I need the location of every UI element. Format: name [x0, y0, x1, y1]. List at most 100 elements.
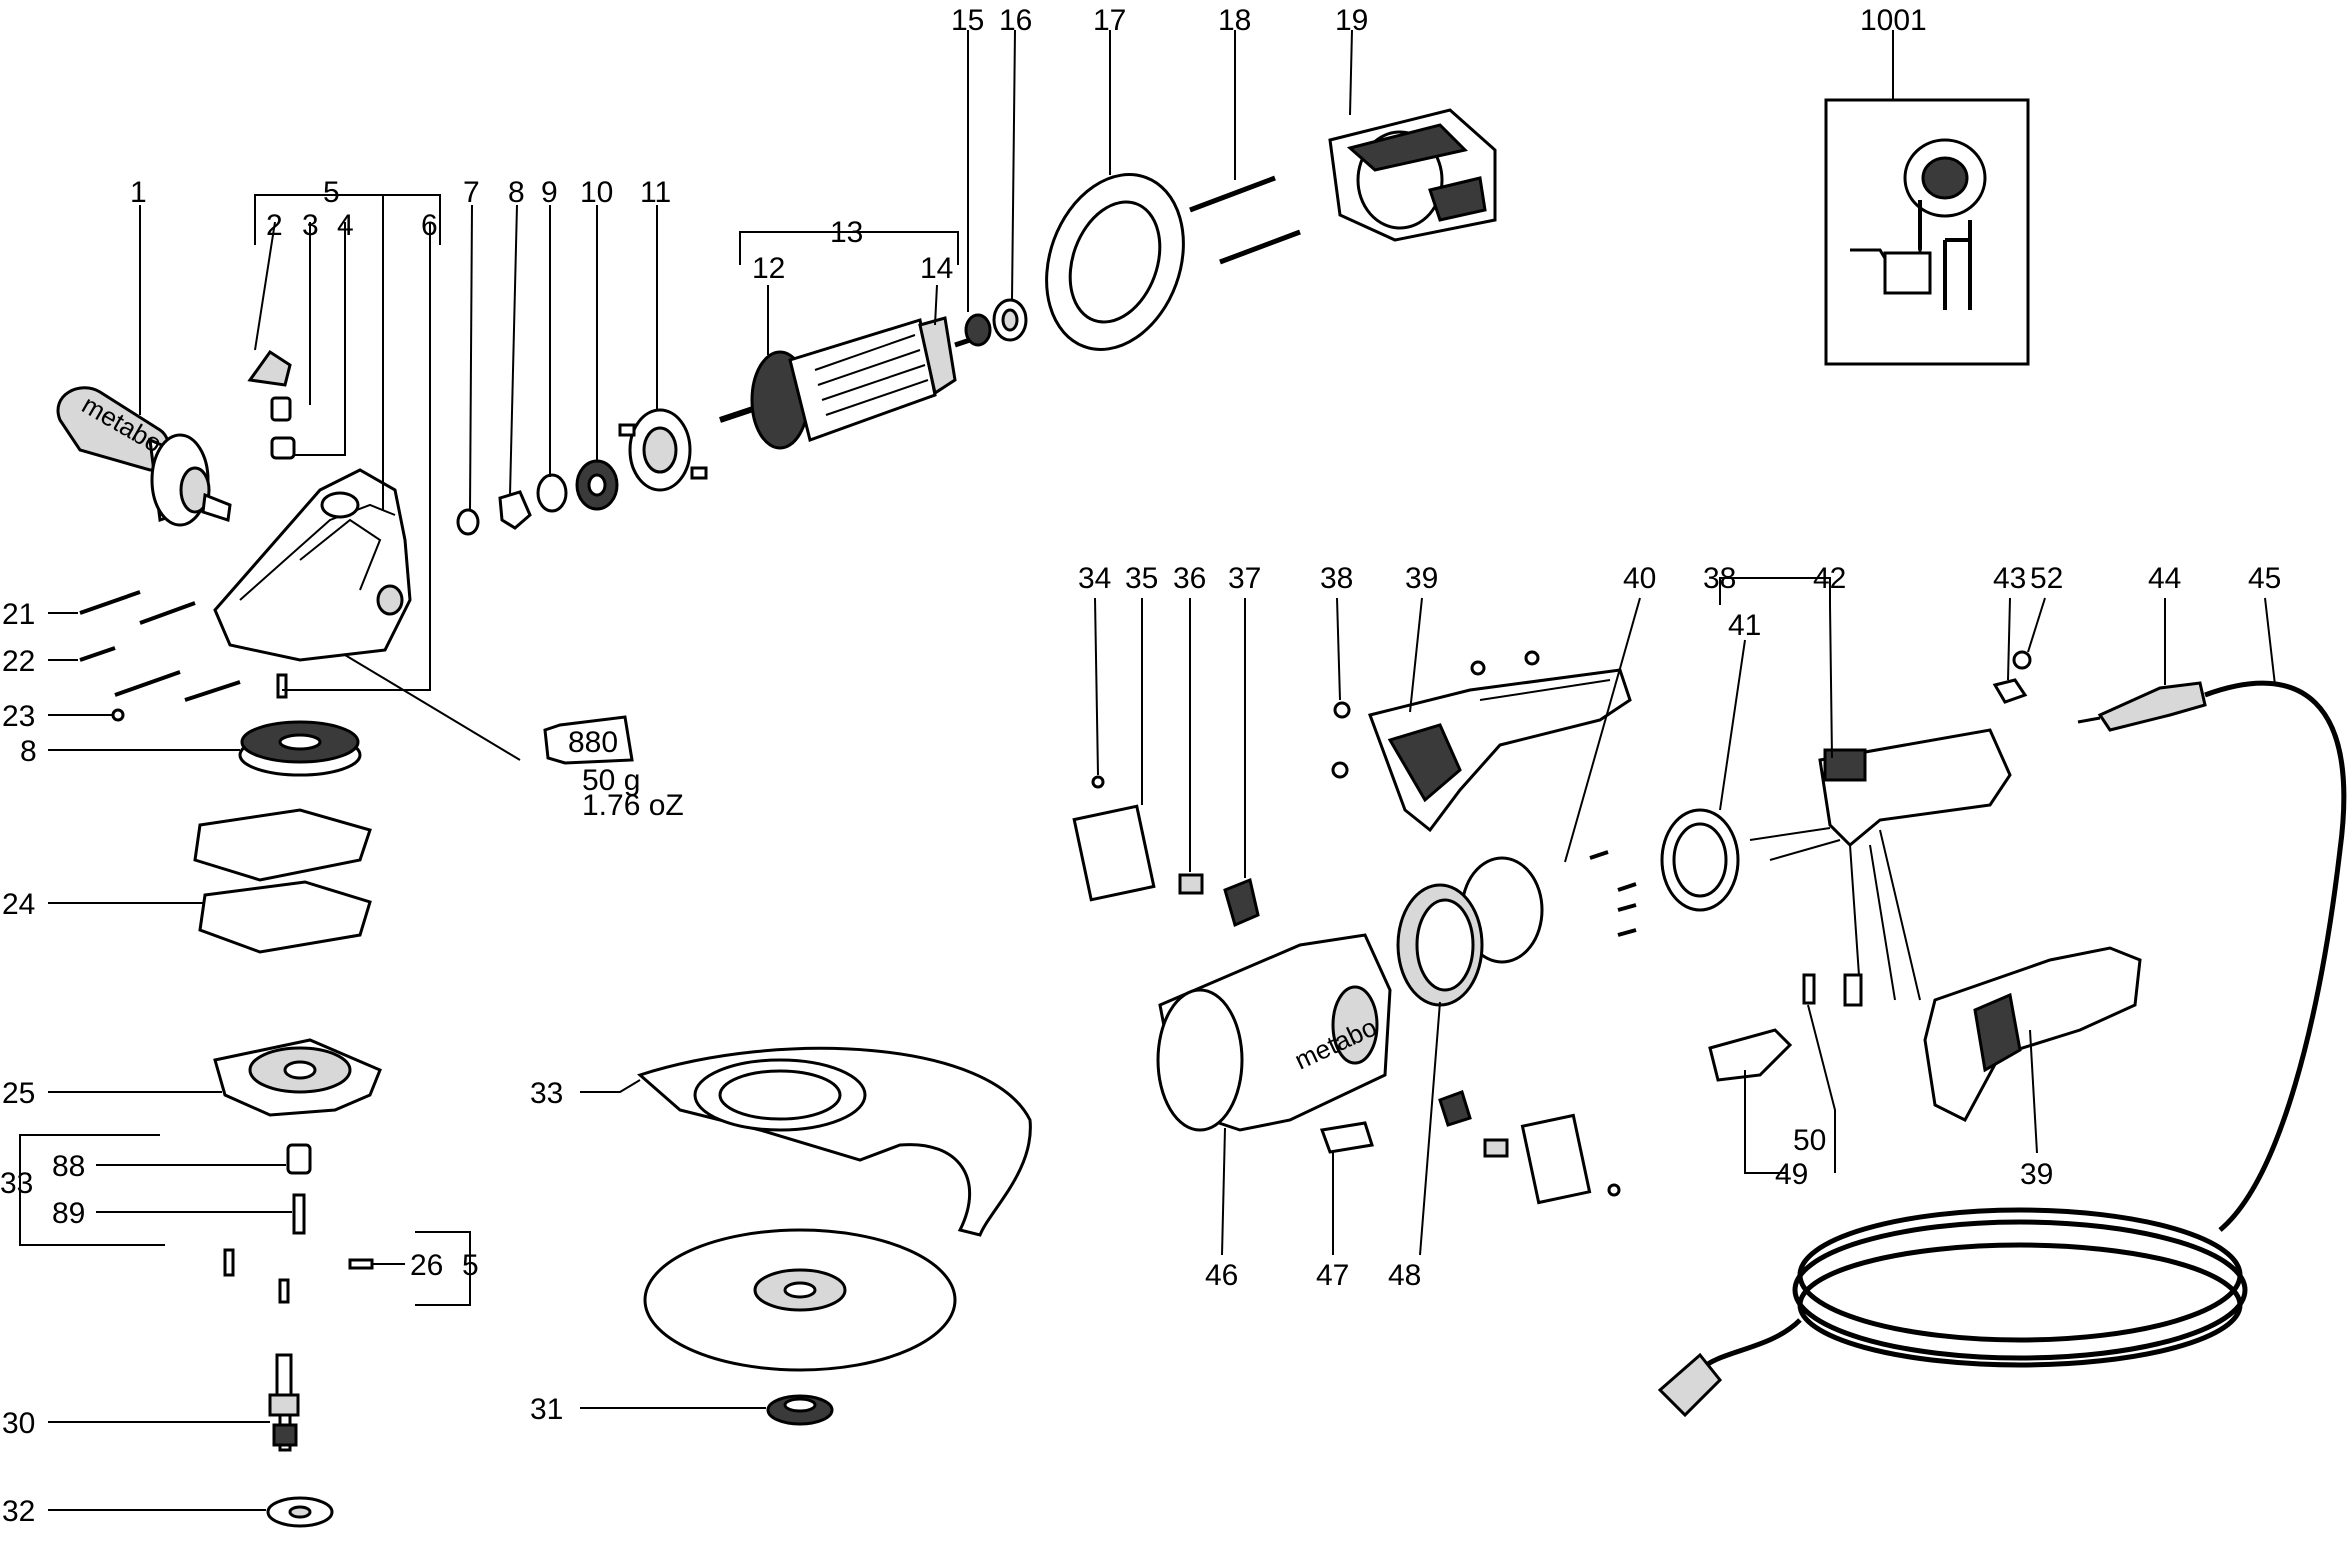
screw-part [223, 1248, 235, 1277]
callout-88: 88 [52, 1150, 85, 1183]
field-screw-part [1189, 175, 1276, 213]
wheel-guard-part [637, 1046, 1032, 1237]
callout-26: 26 [410, 1249, 443, 1282]
field-coil-part [1328, 108, 1497, 242]
brush-cover-part [1072, 804, 1156, 902]
label-part [1319, 1121, 1374, 1154]
callout-1: 1 [130, 176, 147, 209]
callout-21: 21 [2, 598, 35, 631]
callout-8: 8 [508, 176, 525, 209]
callout-39-lower: 39 [2020, 1158, 2053, 1191]
callout-30: 30 [2, 1407, 35, 1440]
wiring-diagram-box [1824, 98, 2030, 366]
brush-cover-lower-part [1520, 1113, 1592, 1205]
callout-32: 32 [2, 1495, 35, 1528]
callout-5-lower: 5 [462, 1249, 479, 1282]
gear-housing-part [213, 468, 412, 662]
callout-49: 49 [1775, 1158, 1808, 1191]
power-cord-part [1657, 680, 2347, 1418]
callout-47: 47 [1316, 1259, 1349, 1292]
carbon-brush-part [1178, 873, 1204, 895]
spindle-part [268, 1353, 300, 1452]
pin-part [292, 1193, 306, 1235]
grease-weight: 50 g [582, 764, 640, 797]
callout-52: 52 [2030, 562, 2063, 595]
air-guide-ring-part [1045, 173, 1185, 351]
callout-labels: 1 5 2 3 4 6 7 8 9 10 11 13 12 14 15 16 1… [0, 4, 2281, 1528]
armature-part [719, 316, 971, 450]
callout-42: 42 [1813, 562, 1846, 595]
slider-part [1708, 1028, 1793, 1082]
motor-screws-part [1589, 850, 1637, 937]
gear-pinion-part [498, 490, 532, 530]
field-screw-part [1219, 229, 1301, 265]
nut-part [456, 508, 480, 536]
callout-50: 50 [1793, 1124, 1826, 1157]
callout-23: 23 [2, 700, 35, 733]
callout-10: 10 [580, 176, 613, 209]
callout-43: 43 [1993, 562, 2026, 595]
lock-spring-part [270, 396, 292, 422]
callout-39-upper: 39 [1405, 562, 1438, 595]
callout-17: 17 [1093, 4, 1126, 37]
callout-35: 35 [1125, 562, 1158, 595]
clamp-screw-part [2012, 650, 2032, 670]
grease-code: 880 [568, 726, 618, 759]
clamp-plate-part [1992, 678, 2028, 704]
housing-screws-part [79, 590, 288, 722]
grinding-disc-part [643, 1228, 957, 1372]
callout-8-lower: 8 [20, 735, 37, 768]
sleeve-part [286, 1143, 312, 1175]
callout-4: 4 [337, 209, 354, 242]
handle-shell-upper-part [1331, 650, 1632, 833]
handle-shell-lower-part [1923, 946, 2142, 1122]
side-handle-part: metabo [56, 386, 232, 527]
grease-tube: 880 50 g 1.76 oZ [543, 715, 684, 822]
callout-22: 22 [2, 645, 35, 678]
lock-button-part [247, 349, 292, 387]
callout-37: 37 [1228, 562, 1261, 595]
brush-holder-lower-part [1438, 1090, 1472, 1127]
screw-part [348, 1258, 374, 1270]
callout-2: 2 [266, 209, 283, 242]
bevel-gear-part [238, 720, 362, 777]
callout-11: 11 [640, 176, 671, 209]
callout-48: 48 [1388, 1259, 1421, 1292]
callout-6: 6 [421, 209, 438, 242]
callout-44: 44 [2148, 562, 2181, 595]
gasket-part [198, 880, 372, 954]
callout-46: 46 [1205, 1259, 1238, 1292]
bearing-flange-part [213, 1038, 382, 1117]
lock-pin-part [270, 436, 296, 460]
callout-12: 12 [752, 252, 785, 285]
callout-13: 13 [830, 216, 863, 249]
callout-5: 5 [323, 176, 340, 209]
fan-ring-part [1396, 883, 1484, 1007]
callout-15: 15 [951, 4, 984, 37]
callout-36: 36 [1173, 562, 1206, 595]
callout-33-guard: 33 [530, 1077, 563, 1110]
callout-38: 38 [1320, 562, 1353, 595]
leader-lines [19, 29, 2276, 1511]
callout-33-left: 33 [0, 1167, 33, 1200]
switch-assembly-part [1749, 728, 2012, 1007]
brush-holder-part [1223, 877, 1260, 928]
callout-40: 40 [1623, 562, 1656, 595]
bearing-15-part [964, 313, 992, 347]
callout-34: 34 [1078, 562, 1111, 595]
callout-45: 45 [2248, 562, 2281, 595]
callout-3: 3 [302, 209, 319, 242]
grease-weight-oz: 1.76 oZ [582, 789, 684, 822]
callout-14: 14 [920, 252, 953, 285]
gasket-part [193, 808, 372, 882]
callout-9: 9 [541, 176, 558, 209]
callout-38-right: 38 [1703, 562, 1736, 595]
washer-part [536, 473, 568, 513]
spring-part [1802, 973, 1816, 1005]
screw-part [278, 1278, 290, 1304]
callout-25: 25 [2, 1077, 35, 1110]
motor-housing-part: metabo [1156, 933, 1392, 1132]
brush-ring-part [1660, 808, 1740, 912]
callout-18: 18 [1218, 4, 1251, 37]
